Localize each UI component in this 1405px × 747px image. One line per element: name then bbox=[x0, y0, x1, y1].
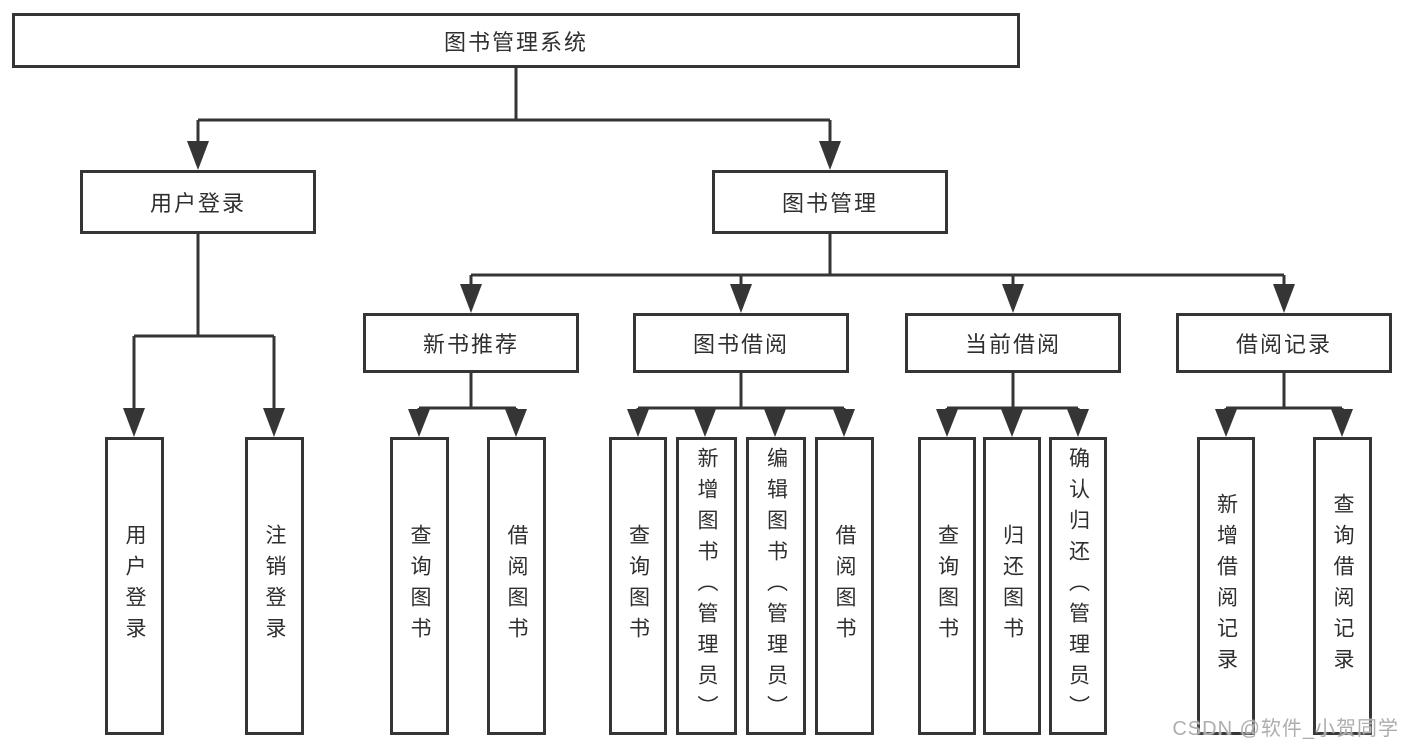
leaf-borrow-add-admin-label: 新增图书（管理员） bbox=[695, 446, 718, 726]
node-book-borrow: 图书借阅 bbox=[633, 313, 849, 373]
arrow-down-icon bbox=[460, 284, 482, 313]
arrow-down-icon bbox=[819, 141, 841, 170]
leaf-record-query-label: 查询借阅记录 bbox=[1331, 493, 1354, 679]
leaf-current-confirm-admin: 确认归还（管理员） bbox=[1049, 437, 1107, 735]
node-user-login: 用户登录 bbox=[80, 170, 316, 234]
node-new-book-recommend-label: 新书推荐 bbox=[422, 332, 519, 357]
node-borrow-record-label: 借阅记录 bbox=[1235, 332, 1332, 357]
leaf-current-query: 查询图书 bbox=[918, 437, 976, 735]
leaf-borrow-book-label: 借阅图书 bbox=[833, 524, 856, 648]
leaf-logout: 注销登录 bbox=[245, 437, 304, 735]
arrow-down-icon bbox=[833, 409, 855, 437]
leaf-borrow-edit-admin: 编辑图书（管理员） bbox=[746, 437, 806, 735]
leaf-newbook-borrow: 借阅图书 bbox=[487, 437, 546, 735]
leaf-borrow-query-label: 查询图书 bbox=[626, 524, 650, 648]
leaf-current-query-label: 查询图书 bbox=[935, 524, 959, 648]
leaf-current-return-label: 归还图书 bbox=[1000, 524, 1024, 648]
leaf-user-login: 用户登录 bbox=[105, 437, 164, 735]
node-current-borrow-label: 当前借阅 bbox=[964, 332, 1061, 357]
leaf-newbook-borrow-label: 借阅图书 bbox=[505, 524, 528, 648]
connector-login bbox=[132, 234, 276, 415]
arrow-down-icon bbox=[764, 409, 786, 437]
node-user-login-label: 用户登录 bbox=[149, 191, 246, 216]
arrow-down-icon bbox=[1273, 284, 1295, 313]
arrow-down-icon bbox=[694, 409, 716, 437]
arrow-down-icon bbox=[123, 408, 145, 437]
connector-management bbox=[469, 234, 1286, 298]
arrow-down-icon bbox=[730, 284, 752, 313]
arrow-down-icon bbox=[1001, 409, 1023, 437]
node-new-book-recommend: 新书推荐 bbox=[363, 313, 579, 373]
arrow-down-icon bbox=[936, 409, 958, 437]
connector-borrow bbox=[636, 373, 846, 420]
node-root-label: 图书管理系统 bbox=[443, 29, 588, 55]
leaf-borrow-edit-admin-label: 编辑图书（管理员） bbox=[764, 446, 788, 726]
arrow-down-icon bbox=[1331, 409, 1353, 437]
watermark: CSDN @软件_小贺同学 bbox=[1172, 718, 1399, 740]
arrow-down-icon bbox=[408, 409, 430, 437]
connector-newbook bbox=[417, 373, 518, 420]
arrow-down-icon bbox=[1215, 409, 1237, 437]
arrow-down-icon bbox=[1002, 284, 1024, 313]
leaf-newbook-query-label: 查询图书 bbox=[408, 524, 431, 648]
node-book-borrow-label: 图书借阅 bbox=[692, 332, 789, 357]
leaf-newbook-query: 查询图书 bbox=[390, 437, 449, 735]
node-book-management: 图书管理 bbox=[712, 170, 948, 234]
leaf-borrow-add-admin: 新增图书（管理员） bbox=[676, 437, 737, 735]
leaf-borrow-query: 查询图书 bbox=[609, 437, 667, 735]
arrowheads bbox=[123, 141, 1353, 437]
node-current-borrow: 当前借阅 bbox=[905, 313, 1121, 373]
node-book-management-label: 图书管理 bbox=[781, 191, 878, 216]
arrow-down-icon bbox=[1067, 409, 1089, 437]
node-root: 图书管理系统 bbox=[12, 13, 1020, 68]
leaf-borrow-book: 借阅图书 bbox=[815, 437, 874, 735]
connector-root bbox=[196, 68, 832, 150]
arrow-down-icon bbox=[627, 409, 649, 437]
connector-record bbox=[1224, 373, 1344, 420]
arrow-down-icon bbox=[505, 409, 527, 437]
leaf-current-return: 归还图书 bbox=[983, 437, 1041, 735]
node-borrow-record: 借阅记录 bbox=[1176, 313, 1392, 373]
arrow-down-icon bbox=[263, 408, 285, 437]
leaf-record-query: 查询借阅记录 bbox=[1313, 437, 1372, 735]
leaf-record-add: 新增借阅记录 bbox=[1197, 437, 1255, 735]
arrow-down-icon bbox=[187, 141, 209, 170]
leaf-current-confirm-admin-label: 确认归还（管理员） bbox=[1066, 446, 1090, 726]
leaf-user-login-label: 用户登录 bbox=[123, 524, 146, 648]
leaf-record-add-label: 新增借阅记录 bbox=[1214, 493, 1238, 679]
leaf-logout-label: 注销登录 bbox=[263, 524, 286, 648]
